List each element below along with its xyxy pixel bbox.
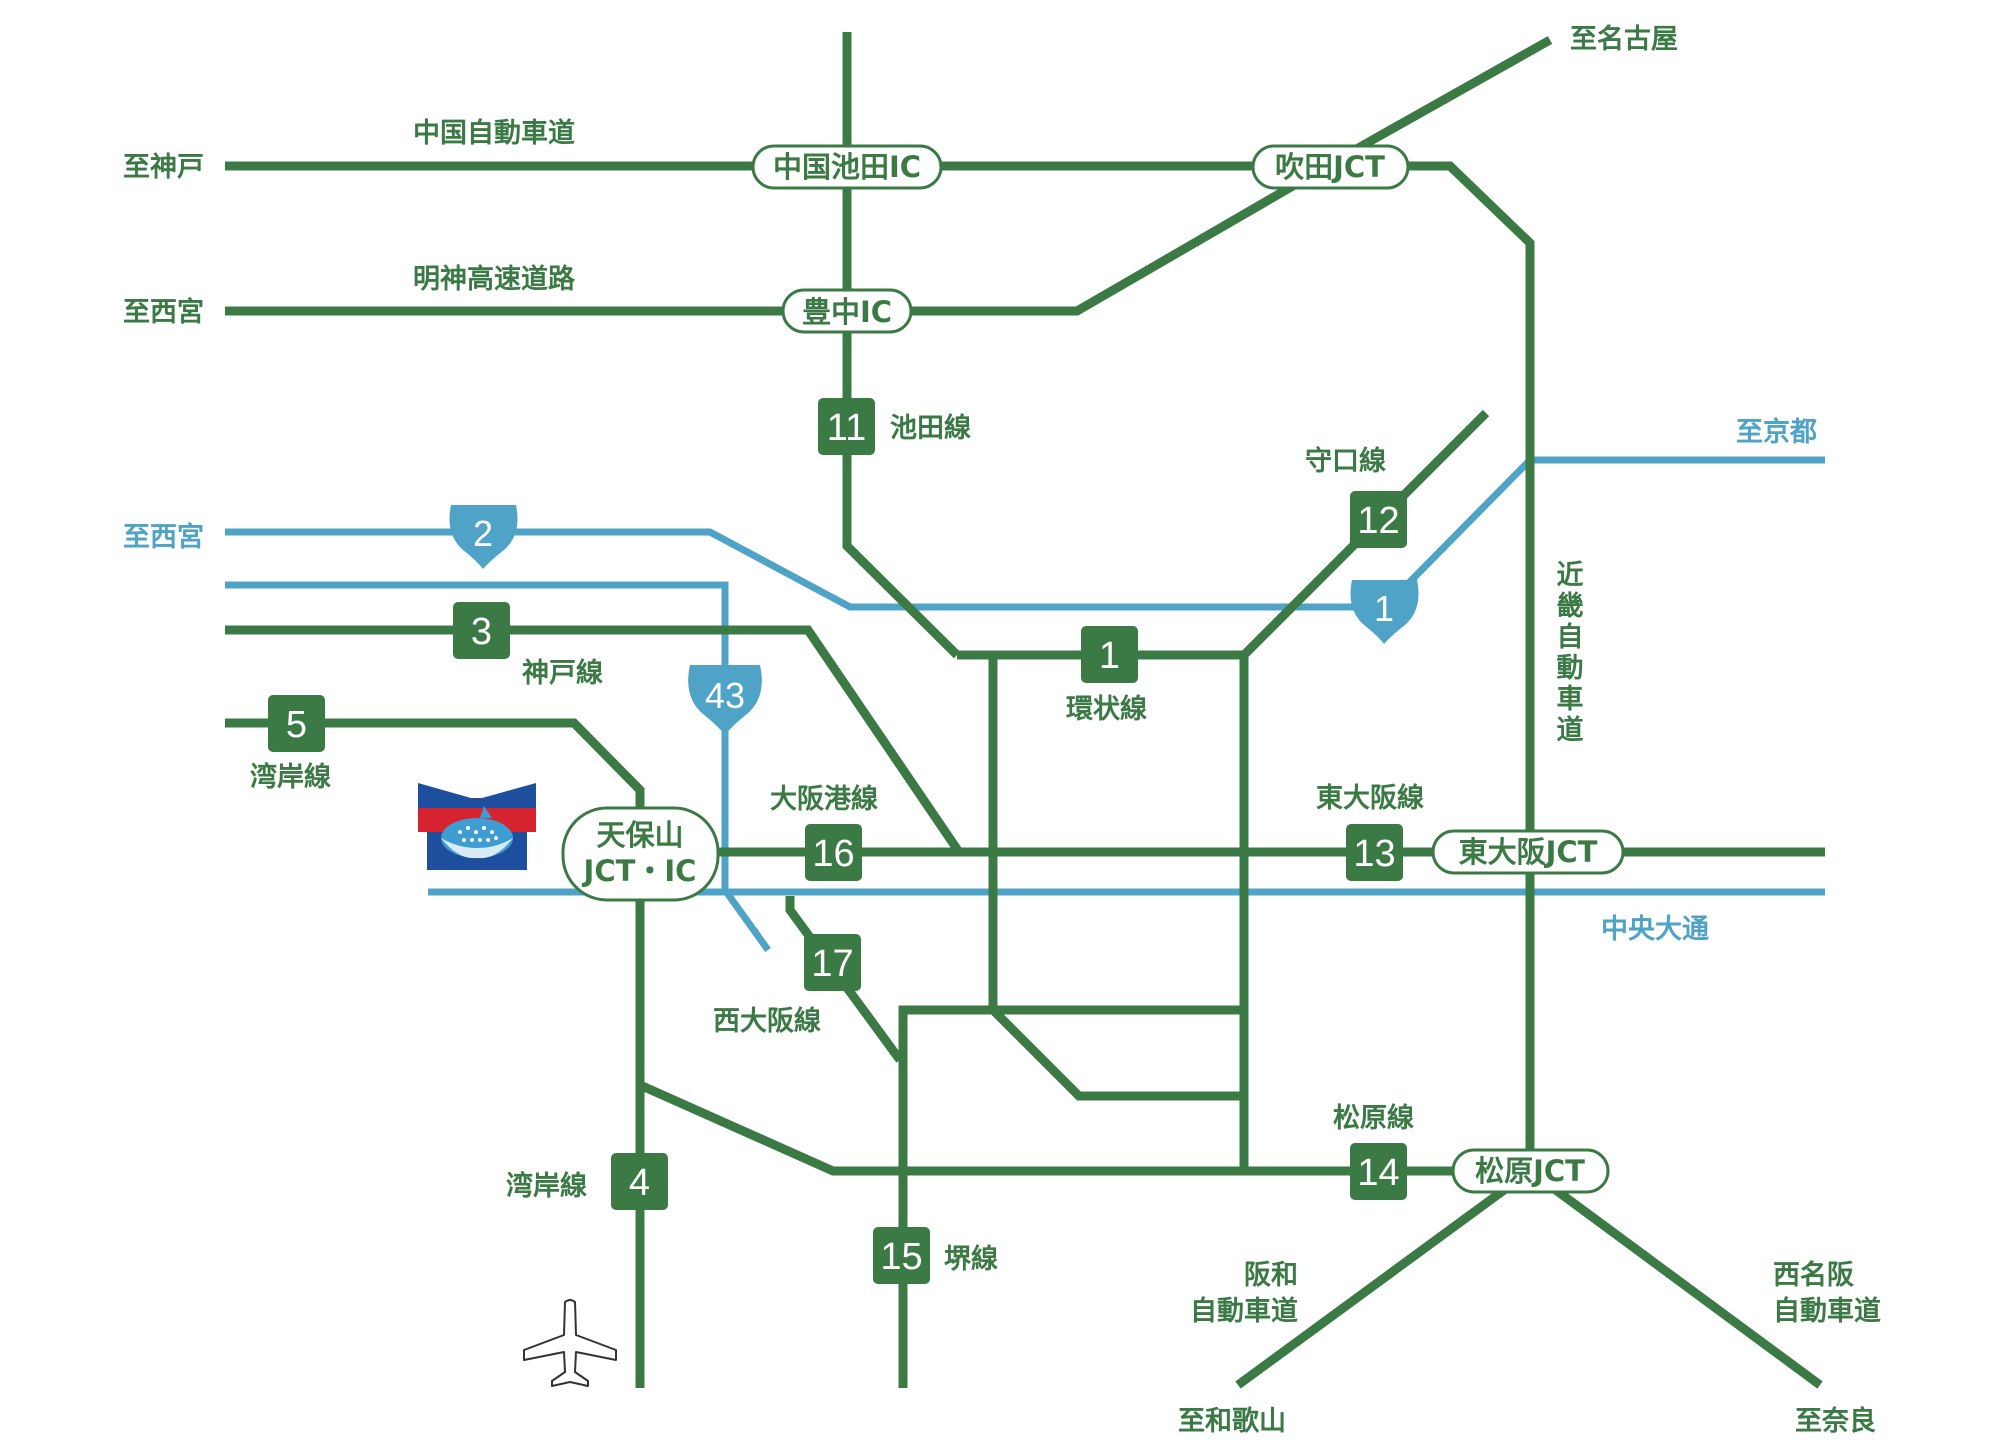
svg-text:14: 14 [1357,1152,1399,1194]
expressway-name-nishi-meihan-line2: 自動車道 [1773,1295,1881,1327]
interchange-chugoku-ikeda[interactable]: 中国池田IC [751,144,943,190]
route-43-road [225,581,771,953]
route-name-kanjo: 環状線 [1066,693,1147,725]
route-badge-1[interactable]: 1 [1081,626,1138,683]
meishin-expressway [225,139,1370,316]
interchange-tempozan[interactable]: 天保山 JCT・IC [561,806,720,902]
route-badge-5[interactable]: 5 [268,695,325,752]
destination-nishinomiya-blue: 至西宮 [123,521,204,553]
national-road-shield-1[interactable]: 1 [1350,580,1419,644]
interchange-higashi-osaka-jct[interactable]: 東大阪JCT [1431,829,1625,875]
route-2-road [225,528,1385,611]
svg-text:15: 15 [880,1236,922,1278]
svg-text:13: 13 [1353,833,1395,875]
matsubara-line [638,1080,1530,1176]
nishi-meihan-expressway [1527,1167,1823,1389]
destination-nagoya: 至名古屋 [1570,23,1678,55]
interchange-suita-jct[interactable]: 吹田JCT [1251,144,1410,190]
street-name-chuo-odori: 中央大通 [1601,914,1709,945]
svg-text:1: 1 [1374,588,1394,629]
expressway-name-nishi-meihan-line1: 西名阪 [1773,1259,1854,1291]
interchange-label-line1: 天保山 [596,818,683,852]
aquarium-logo-icon[interactable] [418,783,536,870]
route-badge-13[interactable]: 13 [1346,824,1403,881]
sakai-line [898,1005,1244,1388]
route-badge-11[interactable]: 11 [818,398,875,455]
route-name-ikeda: 池田線 [890,412,971,444]
route-name-osaka-ko: 大阪港線 [770,783,878,815]
interchange-label-line2: JCT・IC [582,854,697,888]
kanjo-line-west [988,655,1244,1101]
expressway-name-higashi-osaka: 東大阪線 [1316,782,1424,814]
interchange-label: 東大阪JCT [1459,835,1598,869]
destination-nara: 至奈良 [1795,1405,1876,1437]
svg-text:17: 17 [811,943,853,985]
svg-text:1: 1 [1099,635,1120,677]
interchange-label: 豊中IC [802,295,892,329]
expressway-name-chugoku: 中国自動車道 [413,117,575,149]
route-name-nishi-osaka: 西大阪線 [713,1005,821,1037]
route-badge-3[interactable]: 3 [453,602,510,659]
svg-text:5: 5 [286,704,307,746]
svg-text:43: 43 [705,675,745,716]
expressway-name-hanwa-line1: 阪和 [1244,1260,1298,1291]
kobe-line [225,625,963,855]
route-name-kobe: 神戸線 [522,657,603,689]
route-badge-14[interactable]: 14 [1350,1143,1407,1200]
route-name-sakai: 堺線 [944,1243,998,1275]
national-road-shield-43[interactable]: 43 [688,665,762,735]
destination-kyoto: 至京都 [1736,416,1817,448]
airplane-icon [523,1299,617,1387]
svg-text:4: 4 [629,1162,650,1204]
route-badge-12[interactable]: 12 [1350,491,1407,548]
svg-text:2: 2 [473,513,493,554]
hanwa-expressway [1235,1167,1533,1389]
svg-text:3: 3 [471,611,492,653]
route-badge-15[interactable]: 15 [873,1227,930,1284]
route-1-road [1382,456,1825,610]
expressways [225,32,1825,1389]
interchange-label: 松原JCT [1475,1154,1585,1188]
route-badge-16[interactable]: 16 [805,824,862,881]
route-badge-17[interactable]: 17 [804,934,861,991]
route-badge-4[interactable]: 4 [611,1153,668,1210]
destination-wakayama: 至和歌山 [1178,1406,1286,1437]
interchange-toyonaka[interactable]: 豊中IC [781,288,913,334]
destination-kobe: 至神戸 [123,152,204,183]
expressway-name-meishin: 明神高速道路 [413,263,576,295]
svg-text:11: 11 [827,407,866,449]
expressway-name-kinki-vertical: 近畿自動車道 [1552,560,1584,746]
route-name-moriguchi: 守口線 [1305,445,1386,477]
destination-nishinomiya: 至西宮 [123,296,204,328]
route-name-wangan-4: 湾岸線 [506,1170,587,1202]
ikeda-line [842,32,961,659]
svg-text:12: 12 [1357,500,1399,542]
interchange-matsubara-jct[interactable]: 松原JCT [1451,1148,1610,1194]
nishi-osaka-line [785,896,904,1063]
route-name-wangan-5: 湾岸線 [250,761,331,793]
interchange-label: 中国池田IC [773,150,921,184]
expressway-name-hanwa-line2: 自動車道 [1190,1295,1298,1327]
interchange-label: 吹田JCT [1275,150,1385,184]
to-nagoya-road [1364,36,1553,147]
national-road-shield-2[interactable]: 2 [449,505,518,569]
route-name-matsubara: 松原線 [1333,1102,1414,1134]
svg-text:16: 16 [812,833,854,875]
